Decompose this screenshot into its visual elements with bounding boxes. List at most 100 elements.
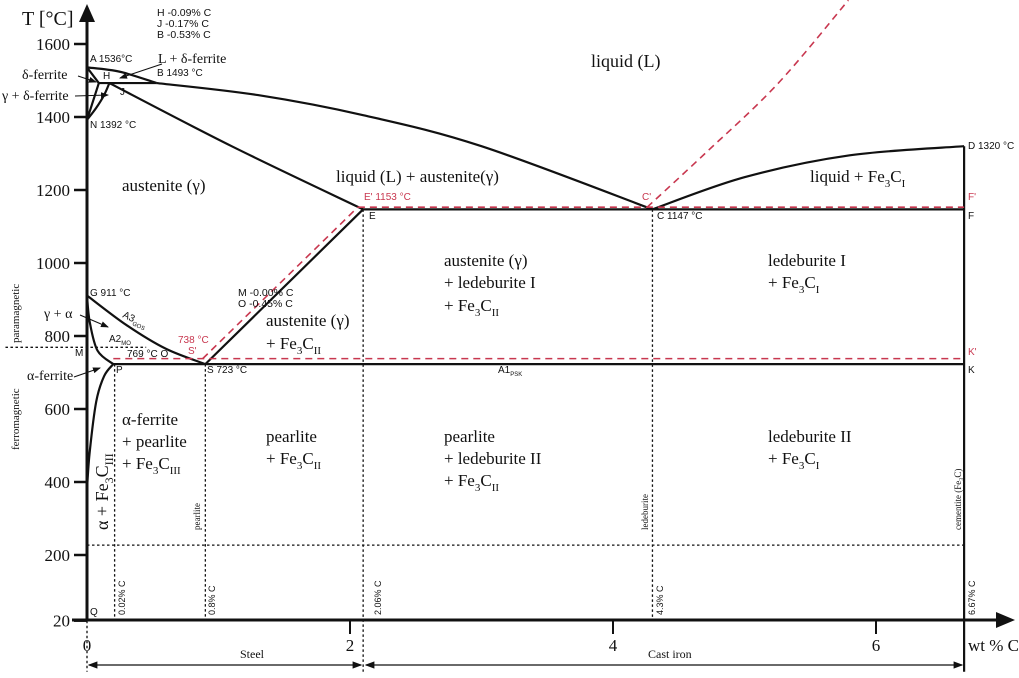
point-e-prime: E' 1153 °C — [364, 192, 411, 203]
region-line: + ledeburite I — [444, 273, 536, 292]
region-alpha-fe3c-iii: α + Fe3CIII — [92, 453, 116, 530]
x-tick-label: 2 — [346, 636, 355, 655]
point-g: G 911 °C — [90, 288, 131, 299]
region-liquid-austenite: liquid (L) + austenite(γ) — [336, 167, 499, 186]
note-b: B -0.53% C — [157, 29, 211, 41]
region-line: + Fe3CII — [266, 449, 321, 472]
composition-label-2.06: 2.06% C — [373, 580, 383, 615]
region-pearlite-fe3c: pearlite + Fe3CII — [266, 427, 321, 472]
point-e: E — [369, 211, 376, 222]
composition-label-4.3: 4.3% C — [655, 585, 665, 615]
region-line: + Fe3CII — [444, 296, 499, 319]
y-tick-label: 400 — [45, 473, 71, 492]
a3-label: A3GOS — [120, 310, 149, 333]
alpha-ferrite-arrow-icon — [73, 367, 101, 378]
point-m: M — [75, 348, 83, 359]
region-ledeburite-ii: ledeburite II + Fe3CI — [768, 427, 852, 472]
cementite-vertical-label: cementite (Fe₃C) — [953, 469, 963, 530]
ledeburite-vertical-label: ledeburite — [640, 494, 650, 530]
delta-ferrite-label: δ-ferrite — [22, 68, 67, 83]
region-line: ledeburite II — [768, 427, 852, 446]
region-line: + Fe3CI — [768, 273, 820, 296]
point-q: Q — [90, 607, 98, 618]
l-delta-arrow-icon — [119, 63, 163, 79]
region-line: ledeburite I — [768, 251, 846, 270]
phase-line-line-nj — [86, 82, 111, 121]
region-line: + Fe3CIII — [122, 454, 181, 477]
phase-line-line-es-acm — [204, 208, 364, 365]
region-ledeburite-i: ledeburite I + Fe3CI — [768, 251, 846, 296]
x-tick-label: 4 — [609, 636, 618, 655]
x-axis-label: wt % C — [968, 636, 1019, 655]
region-line: + Fe3CI — [768, 449, 820, 472]
y-axis-label: T [°C] — [22, 8, 74, 30]
point-f: F — [968, 211, 974, 222]
point-k: K — [968, 365, 975, 376]
x-axis-arrow-icon — [996, 612, 1015, 628]
point-d: D 1320 °C — [968, 141, 1014, 152]
point-s-prime: S' — [188, 346, 197, 357]
region-liquid: liquid (L) — [591, 51, 661, 72]
region-austenite: austenite (γ) — [122, 176, 206, 195]
region-liquid-fe3c: liquid + Fe3CI — [810, 167, 906, 190]
phase-lines — [5, 0, 966, 672]
point-k-prime: K' — [968, 347, 977, 358]
gamma-alpha-label: γ + α — [43, 307, 73, 322]
phase-line-liquidus-cd — [652, 145, 965, 211]
phase-line-solidus-je — [108, 82, 364, 211]
y-tick-label: 200 — [45, 546, 71, 565]
region-line: + pearlite — [122, 432, 187, 451]
pearlite-vertical-label: pearlite — [192, 503, 202, 530]
y-tick-label: 1200 — [36, 181, 70, 200]
steel-label: Steel — [240, 647, 265, 661]
l-delta-label: L + δ-ferrite — [158, 52, 226, 67]
point-s-prime-temp: 738 °C — [178, 335, 209, 346]
gamma-alpha-arrow-icon — [79, 314, 109, 328]
y-tick-label: 600 — [45, 400, 71, 419]
region-line: + Fe3CII — [444, 471, 499, 494]
y-tick-label: 20 — [53, 612, 70, 631]
alpha-ferrite-label: α-ferrite — [27, 369, 73, 384]
region-alpha-pearlite: α-ferrite + pearlite + Fe3CIII — [122, 410, 187, 477]
point-p: P — [116, 365, 123, 376]
region-line: pearlite — [266, 427, 317, 446]
phase-line-line-nh — [85, 82, 100, 121]
y-tick-label: 1000 — [36, 254, 70, 273]
delta-ferrite-arrow-icon — [77, 75, 97, 83]
note-m: M -0.00% C — [238, 287, 294, 299]
region-austenite-ledeburite: austenite (γ) + ledeburite I + Fe3CII — [444, 251, 536, 319]
x-tick-label: 0 — [83, 636, 92, 655]
cast-iron-label: Cast iron — [648, 647, 692, 661]
x-tick-label: 6 — [872, 636, 881, 655]
note-h: H -0.09% C — [157, 7, 212, 19]
composition-label-0.8: 0.8% C — [207, 585, 217, 615]
point-f-prime: F' — [968, 192, 976, 203]
composition-label-6.67: 6.67% C — [967, 580, 977, 615]
ferromagnetic-label: ferromagnetic — [10, 388, 22, 450]
point-c: C 1147 °C — [657, 211, 703, 222]
region-pearlite-ledeburite: pearlite + ledeburite II + Fe3CII — [444, 427, 542, 494]
point-b: B 1493 °C — [157, 68, 203, 79]
a1-label: A1PSK — [498, 365, 522, 378]
region-line: + Fe3CII — [266, 334, 321, 357]
gamma-delta-arrow-icon — [74, 92, 109, 99]
region-line: austenite (γ) — [266, 311, 350, 330]
y-tick-label: 1400 — [36, 108, 70, 127]
dashed-line-stable-liquidus-c- — [646, 0, 849, 208]
point-h: H — [103, 71, 110, 82]
region-austenite-fe3c: austenite (γ) + Fe3CII — [266, 311, 350, 357]
y-tick-label: 1600 — [36, 35, 70, 54]
note-j: J -0.17% C — [157, 18, 209, 30]
phase-line-liquidus-ab — [86, 66, 158, 85]
a2-label: A2MO — [109, 334, 131, 347]
note-o: O -0.45% C — [238, 298, 293, 310]
phase-line-liquidus-bc — [156, 81, 653, 211]
dashed-line-stable-line-s-e- — [202, 206, 359, 360]
paramagnetic-label: paramagnetic — [10, 284, 22, 343]
region-line: α-ferrite — [122, 410, 178, 429]
composition-label-0.02: 0.02% C — [117, 580, 127, 615]
point-o: 769 °C O — [127, 349, 168, 360]
